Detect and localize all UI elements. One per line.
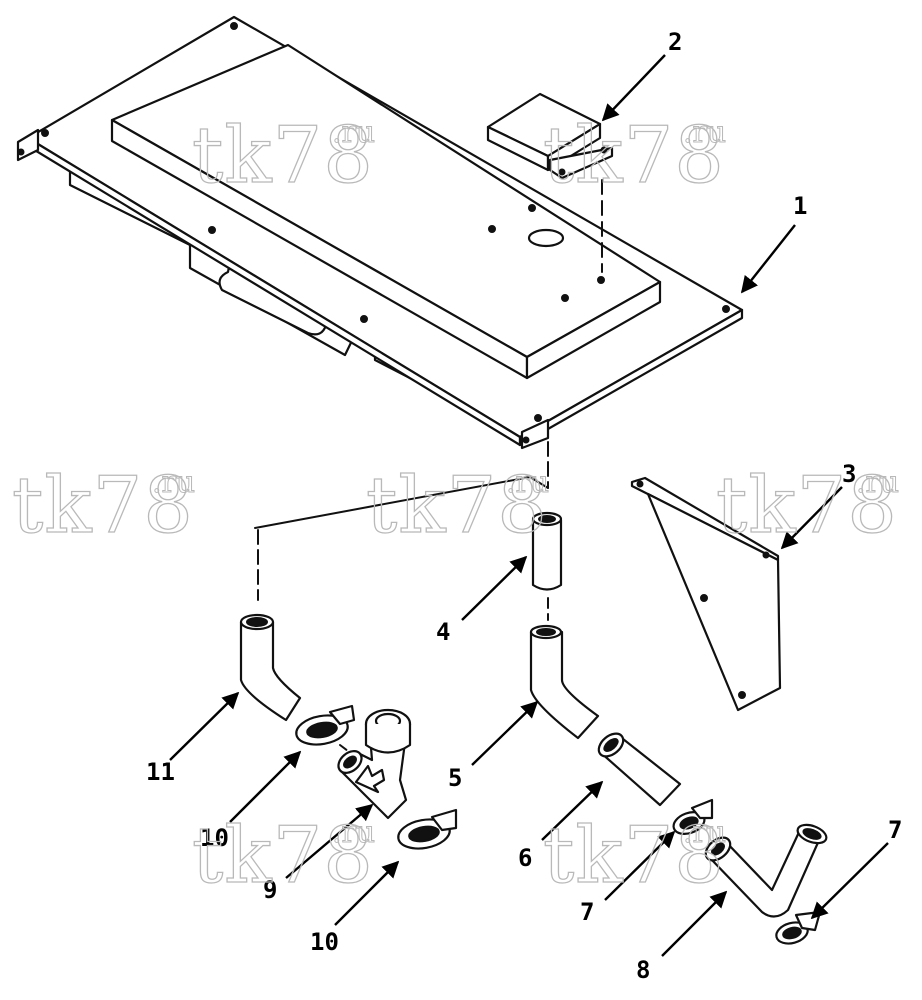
wing-clamp-10a (295, 704, 356, 746)
callout-labels: 1 2 3 4 5 6 7 7 8 9 10 10 11 (146, 28, 902, 984)
callout-9: 9 (263, 876, 277, 904)
svg-text:tk78: tk78 (192, 811, 374, 901)
callout-10b: 10 (310, 928, 339, 956)
leader-3 (780, 486, 843, 550)
watermark: tk78 .ru (191, 110, 375, 201)
svg-text:.ru: .ru (856, 465, 899, 500)
callout-6: 6 (518, 844, 532, 872)
leader-1 (740, 224, 796, 294)
elbow-hose-5 (529, 624, 600, 740)
watermark: tk78 .ru (365, 460, 549, 551)
leader-10b (334, 860, 400, 926)
leader-6 (541, 780, 604, 841)
leader-11 (169, 691, 240, 761)
leader-10a (229, 750, 302, 823)
callout-11: 11 (146, 758, 175, 786)
svg-text:tk78: tk78 (543, 811, 725, 901)
leader-7b (810, 842, 889, 920)
svg-text:tk78: tk78 (192, 111, 374, 201)
mounting-plate (16, 15, 744, 489)
watermark: tk78 .ru (11, 460, 195, 551)
leader-7a (604, 830, 676, 901)
callout-10a: 10 (200, 824, 229, 852)
svg-text:tk78: tk78 (12, 461, 194, 551)
tee-fitting-8 (704, 823, 828, 918)
callout-2: 2 (668, 28, 682, 56)
svg-text:.ru: .ru (332, 815, 375, 850)
leader-5 (471, 700, 539, 766)
sleeve-6 (597, 732, 682, 807)
leader-8 (661, 890, 728, 957)
svg-text:.ru: .ru (683, 815, 726, 850)
triangular-bracket (630, 476, 782, 712)
leader-4 (461, 555, 528, 621)
watermarks: tk78 .ru tk78 .ru tk78 .ru tk78 .ru tk78… (11, 110, 899, 901)
callout-4: 4 (436, 618, 450, 646)
guide-line (254, 476, 549, 601)
clamp-7b (775, 910, 822, 945)
svg-text:tk78: tk78 (543, 111, 725, 201)
watermark: tk78 .ru (542, 810, 726, 901)
small-box (486, 92, 614, 273)
leader-9 (285, 803, 374, 879)
svg-text:.ru: .ru (683, 115, 726, 150)
svg-text:.ru: .ru (506, 465, 549, 500)
callout-leaders (169, 54, 889, 957)
watermark: tk78 .ru (542, 110, 726, 201)
elbow-hose-11 (239, 613, 302, 722)
leader-2 (601, 54, 666, 122)
svg-text:tk78: tk78 (366, 461, 548, 551)
watermark: tk78 .ru (191, 810, 375, 901)
callout-5: 5 (448, 764, 462, 792)
watermark: tk78 .ru (715, 460, 899, 551)
callout-7b: 7 (888, 816, 902, 844)
y-valve-9 (337, 708, 412, 820)
callout-3: 3 (842, 460, 856, 488)
callout-8: 8 (636, 956, 650, 984)
svg-text:.ru: .ru (332, 115, 375, 150)
svg-text:.ru: .ru (152, 465, 195, 500)
wing-clamp-10b (397, 808, 458, 850)
callout-1: 1 (793, 192, 807, 220)
straight-hose (531, 511, 563, 621)
svg-text:tk78: tk78 (716, 461, 898, 551)
callout-7a: 7 (580, 898, 594, 926)
clamp-7a (672, 798, 714, 835)
